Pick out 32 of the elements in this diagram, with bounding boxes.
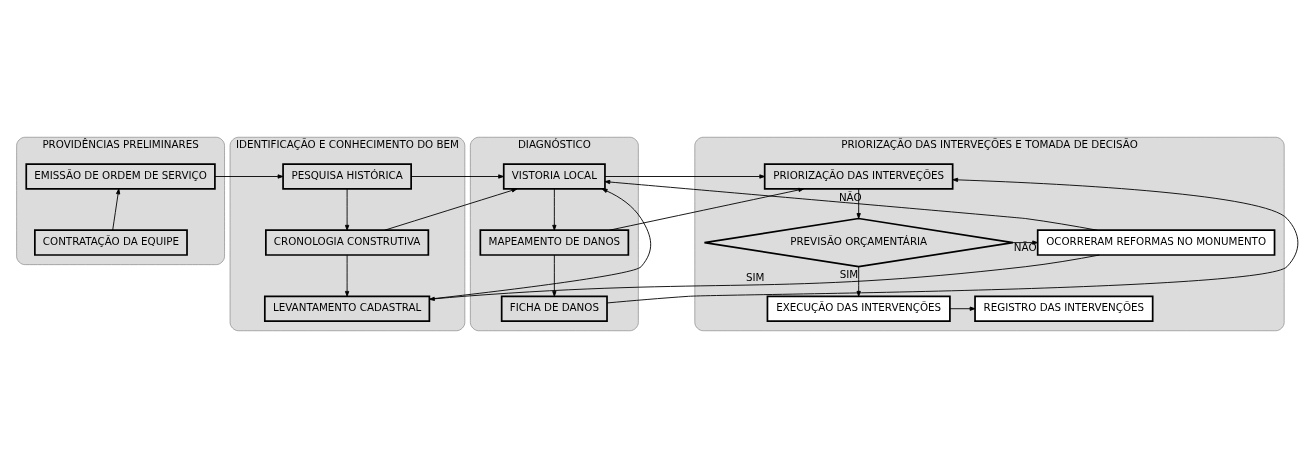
edge-label: SIM <box>745 271 765 284</box>
arrow <box>429 254 1100 301</box>
arrow <box>604 179 1098 231</box>
node-box: OCORRERAM REFORMAS NO MONUMENTO <box>1036 229 1276 256</box>
node-box: VISTORIA LOCAL <box>502 163 606 190</box>
node-diamond: PREVISÃO ORÇAMENTÁRIA <box>703 217 1014 268</box>
arrow <box>1012 240 1038 245</box>
arrow <box>410 174 504 179</box>
arrow <box>344 188 350 231</box>
edge-label: NÃO <box>1013 240 1037 253</box>
node-box: CRONOLOGIA CONSTRUTIVA <box>265 229 430 256</box>
node-box: EMISSÃO DE ORDEM DE SERVIÇO <box>25 163 216 190</box>
arrow <box>384 188 518 231</box>
node-box: CONTRATAÇÃO DA EQUIPE <box>34 229 188 256</box>
arrow <box>604 174 766 179</box>
arrow <box>344 254 350 297</box>
arrow <box>609 187 805 231</box>
node-box: MAPEAMENTO DE DANOS <box>479 229 630 256</box>
edge-label: SIM <box>839 268 859 281</box>
arrow <box>949 306 976 311</box>
arrow <box>112 188 121 231</box>
node-box: FICHA DE DANOS <box>500 295 608 322</box>
arrow <box>856 266 861 297</box>
node-box: EXECUÇÃO DAS INTERVENÇÕES <box>766 295 951 322</box>
arrow <box>214 174 284 179</box>
arrow <box>606 177 1299 304</box>
node-box: REGISTRO DAS INTERVENÇÕES <box>974 295 1154 322</box>
node-box: LEVANTAMENTO CADASTRAL <box>263 295 431 322</box>
arrow <box>552 254 557 297</box>
node-box: PESQUISA HISTÓRICA <box>282 163 412 190</box>
arrow <box>429 188 652 300</box>
arrow <box>552 188 557 231</box>
